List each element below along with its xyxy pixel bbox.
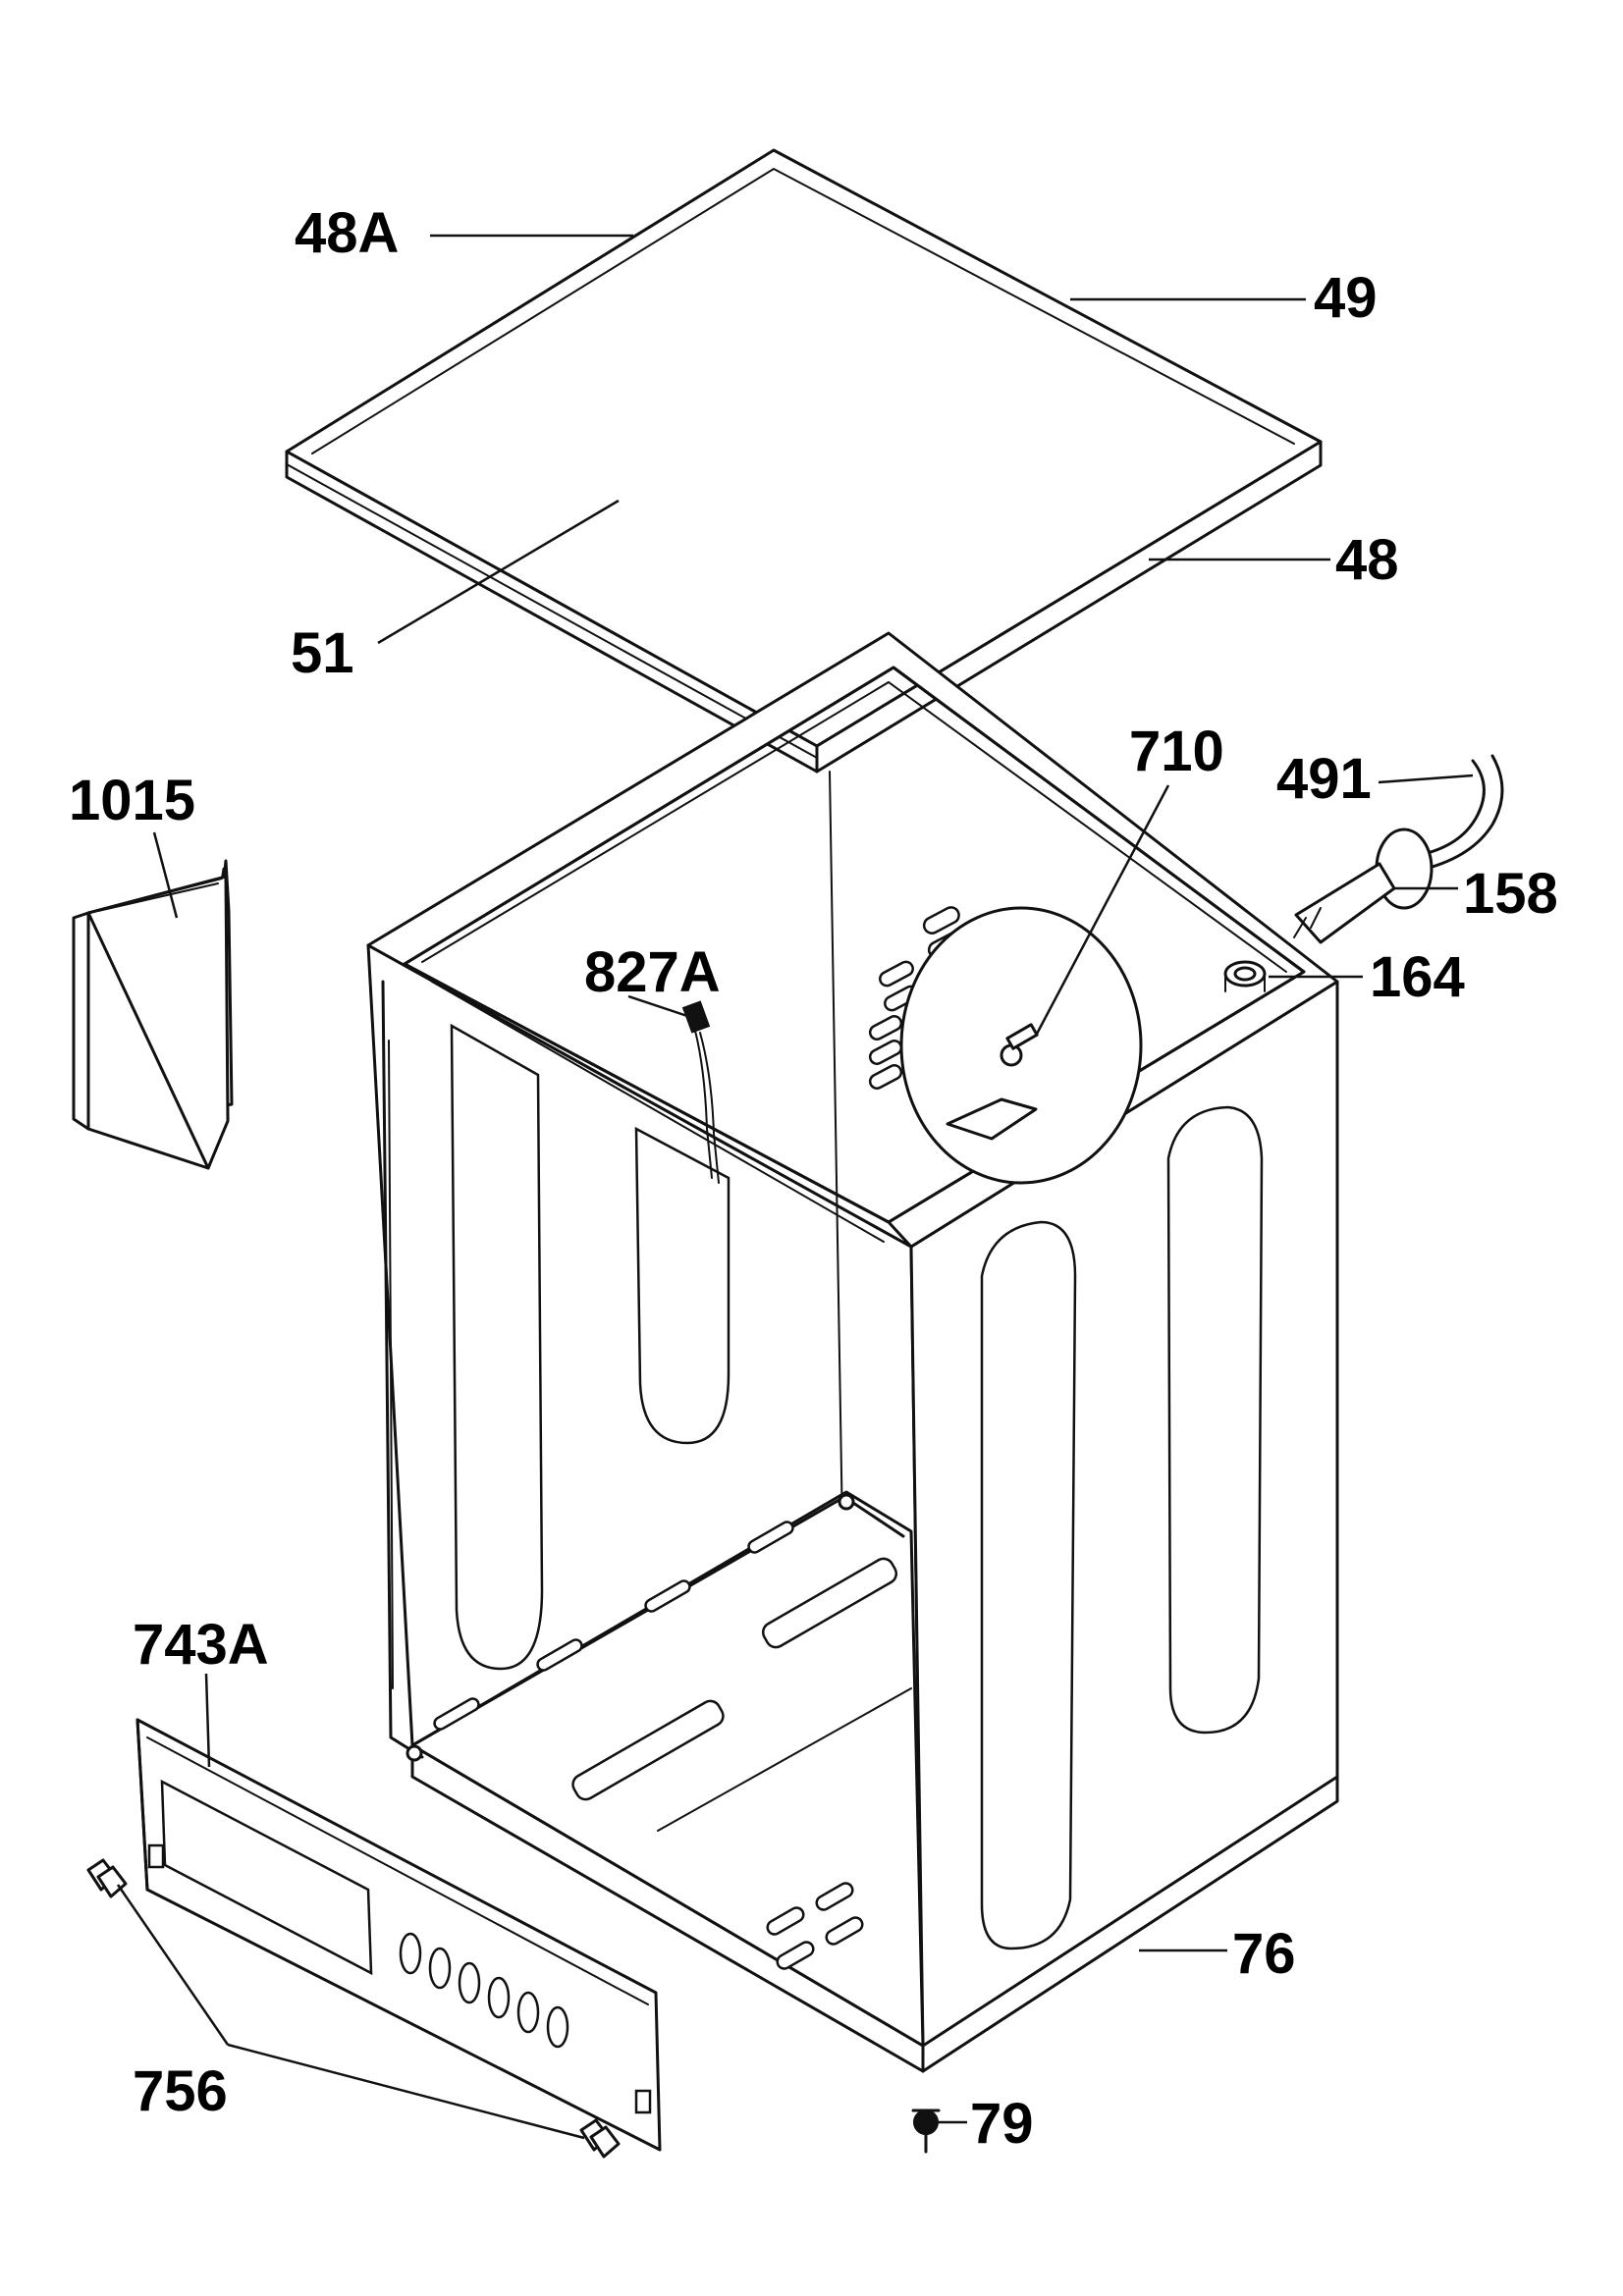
kickplate-743A	[135, 1718, 662, 2152]
callout-158: 158	[1463, 862, 1558, 926]
instruction-booklet	[72, 859, 234, 1170]
callout-491: 491	[1276, 747, 1372, 811]
callout-48A: 48A	[295, 201, 399, 265]
sensor-827A	[681, 1000, 720, 1184]
top-lid	[285, 148, 1323, 774]
kickplate-button-row	[399, 1932, 569, 2049]
floor-vent-slots	[433, 1521, 898, 1970]
leader-lines	[116, 234, 1474, 2140]
callout-827A: 827A	[584, 940, 721, 1004]
callout-48: 48	[1335, 528, 1399, 592]
callout-710: 710	[1129, 720, 1224, 783]
callout-164: 164	[1370, 945, 1465, 1009]
callout-743A: 743A	[133, 1613, 269, 1677]
cabinet-body	[366, 631, 1339, 2073]
callout-79: 79	[970, 2092, 1034, 2156]
foot-screw-79	[911, 2109, 941, 2154]
callout-51: 51	[291, 621, 354, 685]
grommet-164	[1223, 960, 1267, 992]
callout-1015: 1015	[69, 769, 195, 832]
clips-756	[86, 1858, 621, 2159]
callout-76: 76	[1232, 1922, 1296, 1986]
callout-756: 756	[133, 2059, 228, 2123]
callout-49: 49	[1314, 266, 1378, 330]
callout-labels: 48A 49 48 51 1015 710 491 158 827A 164 7…	[69, 201, 1558, 2156]
